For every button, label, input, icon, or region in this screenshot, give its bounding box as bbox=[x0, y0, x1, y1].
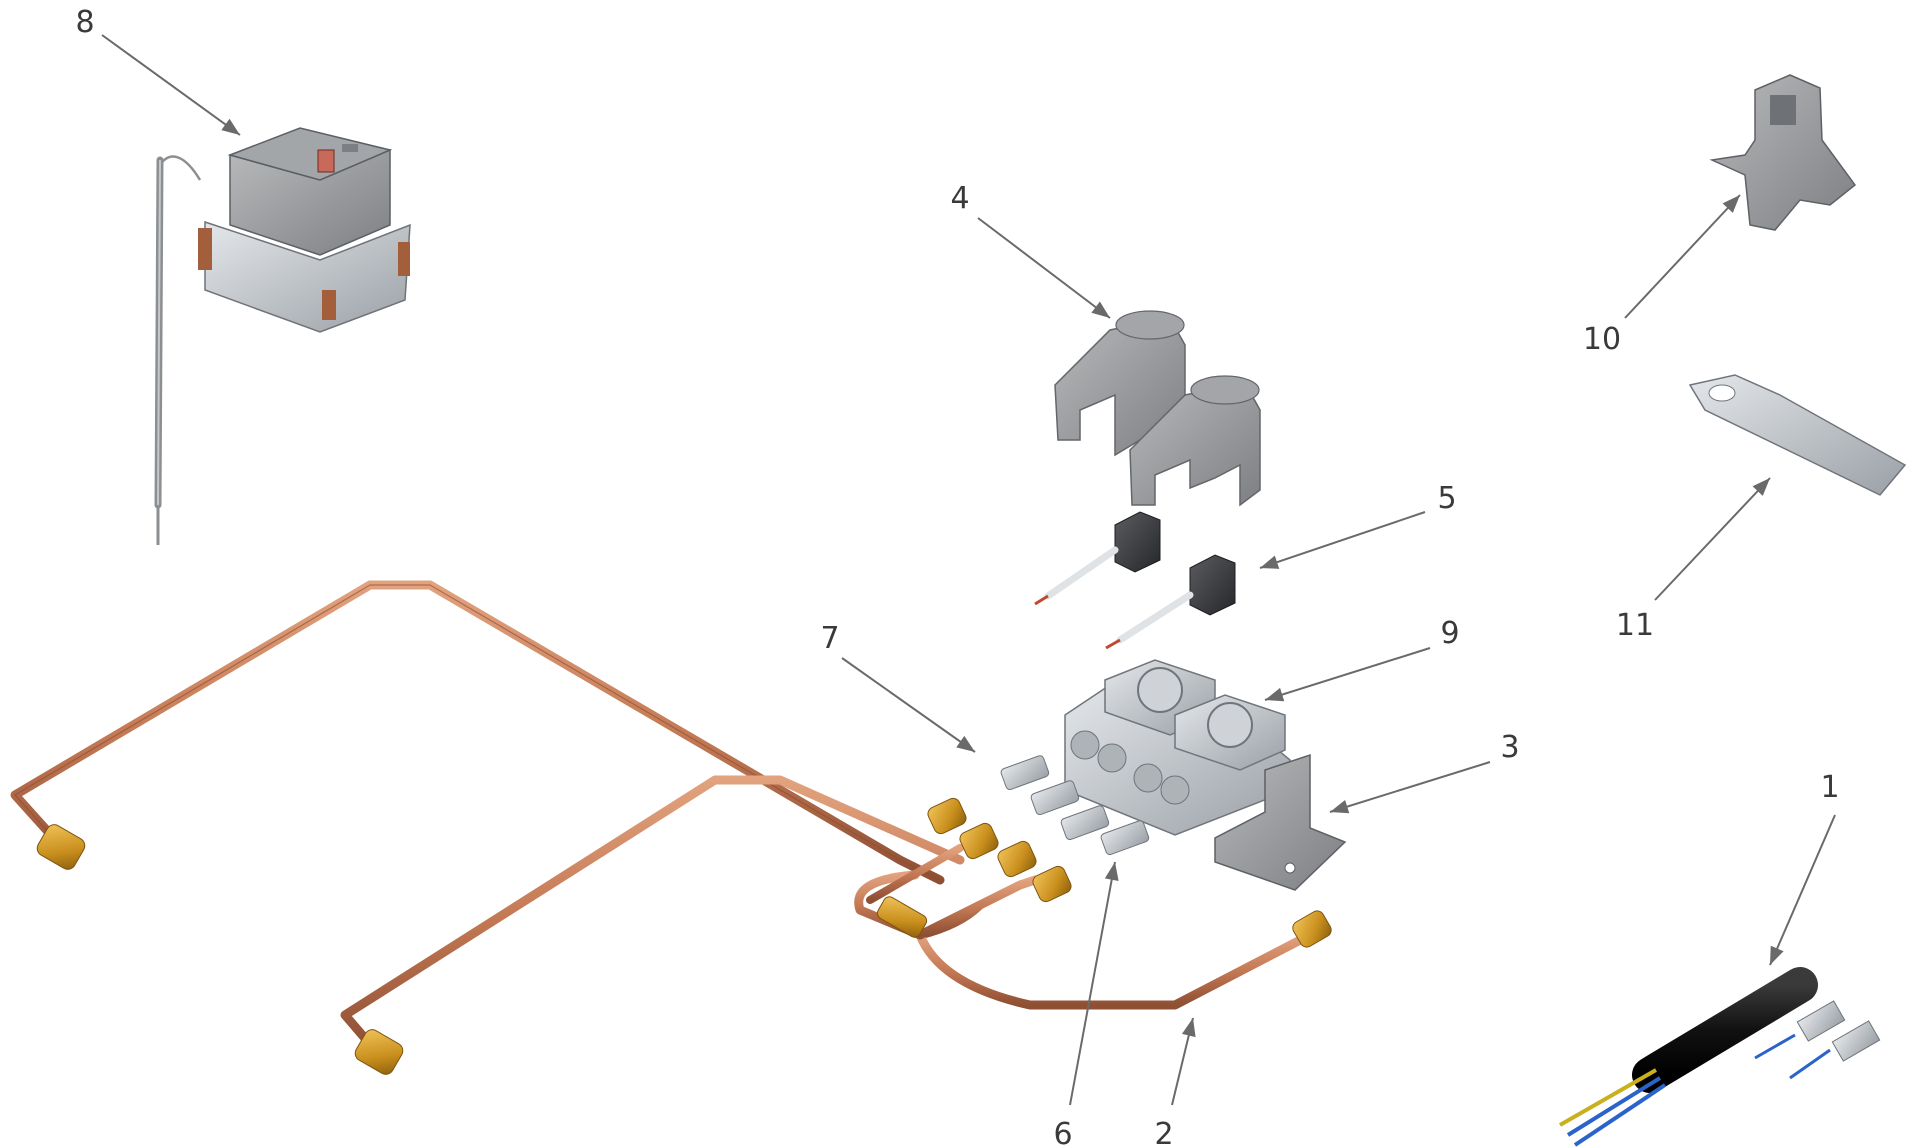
callout-number: 11 bbox=[1616, 608, 1654, 643]
callout-6: 6 bbox=[1053, 861, 1119, 1148]
clip-part bbox=[1709, 74, 1857, 231]
leader-arrowhead bbox=[1265, 687, 1285, 702]
callout-number: 6 bbox=[1053, 1117, 1072, 1148]
callout-number: 7 bbox=[820, 621, 839, 656]
leader-line bbox=[1624, 194, 1741, 319]
leader-line bbox=[1769, 814, 1836, 966]
leader-line bbox=[1329, 761, 1491, 813]
leader-line bbox=[1069, 861, 1116, 1106]
leader-line bbox=[977, 217, 1111, 319]
callout-number: 9 bbox=[1440, 616, 1459, 651]
callout-8: 8 bbox=[75, 5, 241, 136]
cable-part bbox=[1559, 967, 1881, 1147]
callout-5: 5 bbox=[1259, 481, 1457, 569]
callout-number: 4 bbox=[950, 181, 969, 216]
callout-number: 8 bbox=[75, 5, 94, 40]
fittings-part bbox=[1000, 755, 1150, 856]
leader-arrowhead bbox=[1181, 1018, 1196, 1038]
flat-bracket-part bbox=[1688, 374, 1906, 496]
leader-arrowhead bbox=[1104, 862, 1119, 881]
leader-line bbox=[841, 657, 976, 753]
callout-4: 4 bbox=[950, 181, 1111, 319]
leader-arrowhead bbox=[956, 735, 975, 752]
leader-arrowhead bbox=[1770, 945, 1784, 965]
leader-line bbox=[1654, 477, 1771, 601]
callout-10: 10 bbox=[1583, 194, 1741, 357]
leader-arrowhead bbox=[1330, 799, 1350, 814]
callout-number: 5 bbox=[1437, 481, 1456, 516]
leader-arrowhead bbox=[1722, 195, 1740, 213]
callout-11: 11 bbox=[1616, 477, 1771, 643]
callout-number: 3 bbox=[1500, 730, 1519, 765]
callout-number: 10 bbox=[1583, 322, 1621, 357]
leader-line bbox=[1264, 647, 1431, 701]
leader-arrowhead bbox=[1752, 478, 1770, 496]
callout-2: 2 bbox=[1154, 1017, 1196, 1148]
callout-number: 1 bbox=[1820, 770, 1839, 805]
leader-arrowhead bbox=[221, 118, 240, 135]
callout-number: 2 bbox=[1154, 1117, 1173, 1148]
leader-arrowhead bbox=[1091, 301, 1110, 318]
leader-line bbox=[101, 34, 241, 136]
callout-3: 3 bbox=[1329, 730, 1520, 814]
callout-layer: 1 2 3 4 5 6 7 8 9 10 11 bbox=[75, 5, 1839, 1148]
valve-block-part bbox=[1064, 659, 1291, 836]
leader-line bbox=[1259, 511, 1426, 569]
leader-arrowhead bbox=[1260, 555, 1280, 569]
bracket-part bbox=[1214, 753, 1347, 891]
thermostat-part bbox=[154, 127, 411, 545]
copper-pipes-part bbox=[10, 580, 1332, 1075]
callout-9: 9 bbox=[1264, 616, 1460, 702]
callout-7: 7 bbox=[820, 621, 976, 753]
connectors-part bbox=[1034, 511, 1236, 650]
callout-1: 1 bbox=[1769, 770, 1840, 966]
covers-part bbox=[1054, 310, 1261, 507]
